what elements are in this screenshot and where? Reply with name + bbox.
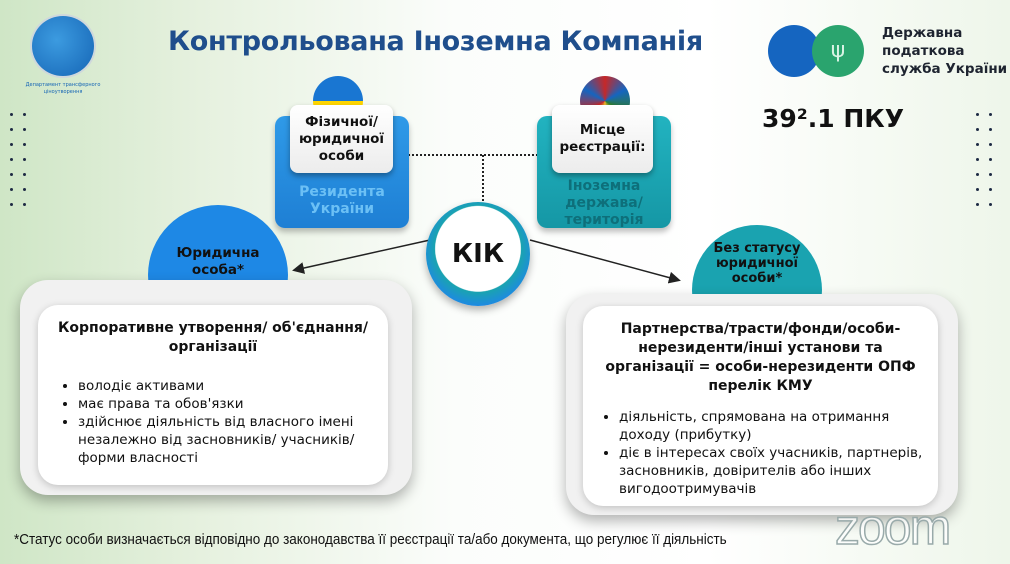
list-item: діяльність, спрямована на отримання дохо…: [619, 408, 924, 444]
dps-line2: податкова: [882, 43, 965, 59]
no-status-heading: Партнерства/трасти/фонди/особи-нерезиден…: [605, 321, 916, 394]
slide-title: Контрольована Іноземна Компанія: [168, 26, 703, 57]
resident-sub: Резидента України: [299, 184, 385, 217]
no-status-content: Партнерства/трасти/фонди/особи-нерезиден…: [583, 306, 938, 506]
legal-entity-heading: Корпоративне утворення/ об'єднання/орган…: [57, 320, 369, 355]
decor-dots-left: [10, 113, 36, 206]
dps-logo-blue-circle: [768, 25, 820, 77]
list-item: діє в інтересах своїх учасників, партнер…: [619, 444, 924, 498]
kik-circle: КІК: [426, 202, 530, 306]
list-item: має права та обов'язки: [78, 395, 370, 413]
zoom-watermark: zoom: [834, 498, 952, 556]
department-logo-caption: Департамент трансферного ціноутворення: [25, 82, 101, 95]
tax-code-article: 39².1 ПКУ: [762, 104, 904, 133]
footnote: *Статус особи визначається відповідно до…: [14, 532, 727, 548]
legal-entity-badge-text: Юридична особа*: [176, 245, 260, 278]
list-item: здійснює діяльність від власного імені н…: [78, 413, 370, 467]
dps-logo-text: Державна податкова служба України: [882, 24, 1007, 78]
trident-icon: ψ: [812, 25, 864, 77]
decor-dots-right: [976, 113, 1002, 206]
arrow-right: [529, 239, 681, 284]
registration-sub: Іноземна держава/ територія: [564, 178, 644, 228]
resident-card: Фізичної/ юридичної особи: [290, 105, 393, 173]
dps-line1: Державна: [882, 25, 963, 41]
department-logo-icon: [30, 14, 96, 78]
list-item: володіє активами: [78, 377, 370, 395]
legal-entity-content: Корпоративне утворення/ об'єднання/орган…: [38, 305, 388, 485]
arrow-left: [292, 239, 431, 274]
dps-line3: служба України: [882, 61, 1008, 77]
registration-card: Місце реєстрації:: [552, 105, 653, 173]
no-status-badge-text: Без статусу юридичної особи*: [713, 241, 801, 286]
